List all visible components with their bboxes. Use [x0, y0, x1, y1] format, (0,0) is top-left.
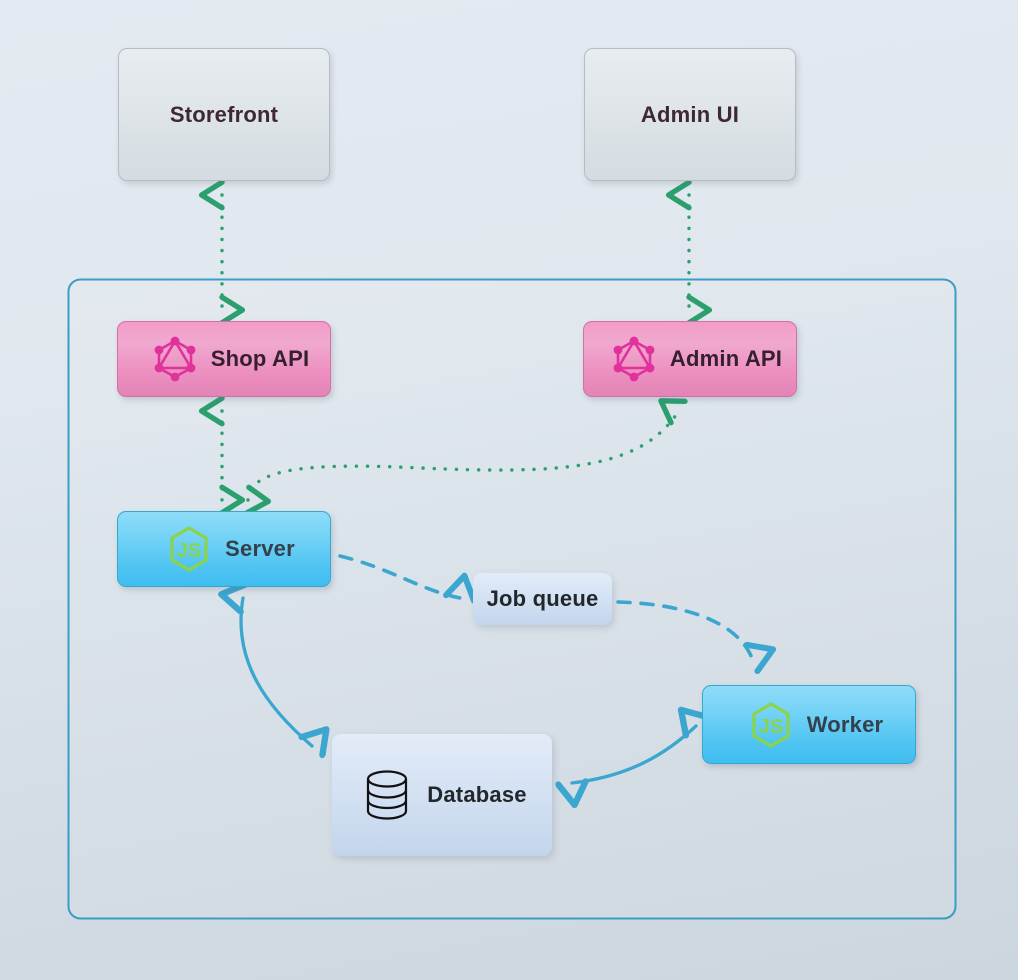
edge-server-job-queue: [338, 554, 460, 598]
node-admin-ui[interactable]: Admin UI: [584, 48, 796, 181]
node-job-queue[interactable]: Job queue: [473, 573, 612, 625]
graphql-icon: [153, 336, 197, 382]
node-worker[interactable]: JS Worker: [702, 685, 916, 764]
node-admin-api[interactable]: Admin API: [583, 321, 797, 397]
nodejs-icon: JS: [749, 701, 793, 749]
node-shop-api[interactable]: Shop API: [117, 321, 331, 397]
node-server[interactable]: JS Server: [117, 511, 331, 587]
node-database[interactable]: Database: [332, 734, 552, 856]
edge-job-queue-worker: [616, 600, 752, 658]
edge-database-worker: [572, 726, 696, 783]
svg-text:JS: JS: [177, 540, 201, 562]
svg-text:JS: JS: [758, 716, 782, 738]
node-server-label: Server: [225, 536, 295, 561]
node-storefront[interactable]: Storefront: [118, 48, 330, 181]
nodejs-icon: JS: [167, 525, 211, 573]
edge-server-admin-api: [248, 412, 678, 500]
node-database-label: Database: [427, 782, 527, 807]
node-job-queue-label: Job queue: [486, 586, 599, 611]
node-admin-ui-label: Admin UI: [640, 101, 740, 127]
node-storefront-label: Storefront: [169, 101, 279, 127]
graphql-icon: [612, 336, 656, 382]
node-worker-label: Worker: [806, 711, 884, 737]
node-shop-api-label: Shop API: [210, 346, 310, 371]
node-admin-api-label: Admin API: [669, 346, 783, 371]
database-icon: [363, 767, 411, 823]
edge-server-database: [241, 598, 312, 746]
